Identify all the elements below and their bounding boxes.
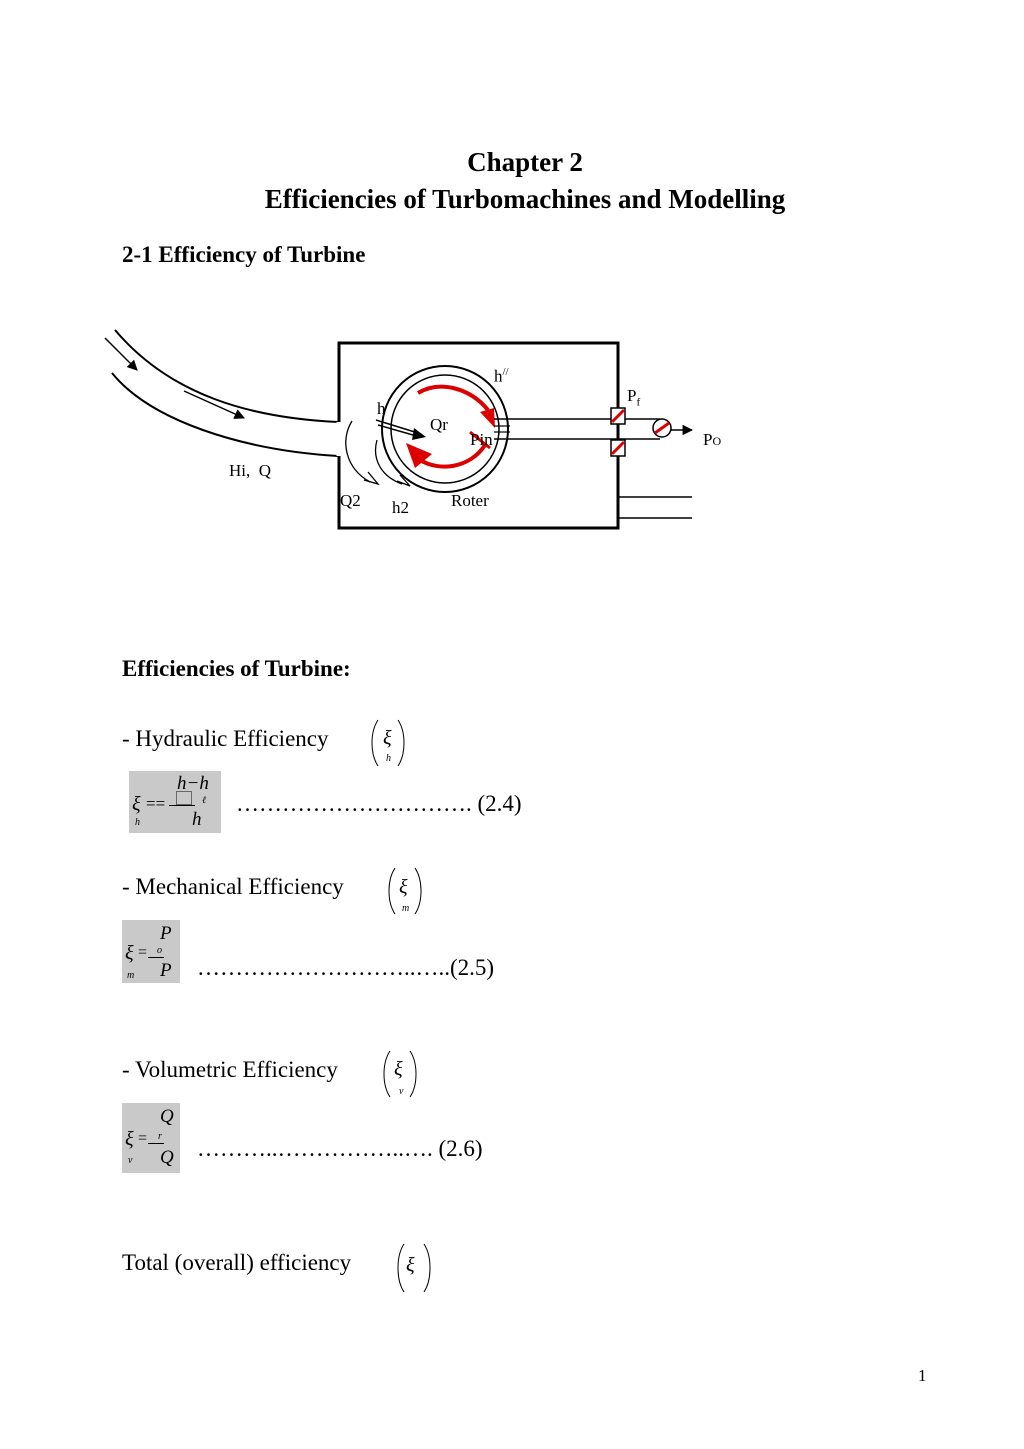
equation-2-5-reference: ………………………..…..(2.5) <box>197 955 495 980</box>
mechanical-symbol-parens <box>388 867 422 915</box>
volumetric-symbol-parens <box>383 1050 417 1098</box>
section-heading: 2-1 Efficiency of Turbine <box>122 242 366 267</box>
leakage-curve-1 <box>345 420 371 483</box>
volumetric-formula-lhs-sub: v <box>128 1155 133 1166</box>
mechanical-xi-subscript: m <box>402 903 410 914</box>
red-arrow-bottom <box>418 443 487 469</box>
turbine-diagram <box>104 329 694 530</box>
jet-line-1 <box>375 419 419 434</box>
label-h2: h2 <box>392 498 409 517</box>
hydraulic-xi-symbol: ξ <box>383 727 392 749</box>
volumetric-formula-lhs: ξ <box>125 1128 134 1150</box>
mechanical-formula-lhs-sub: m <box>127 970 135 981</box>
chapter-subtitle: Efficiencies of Turbomachines and Modell… <box>264 184 786 214</box>
red-arrow-bottom2 <box>469 430 491 450</box>
mechanical-formula-denominator: P <box>160 960 172 981</box>
red-arrow-top-head <box>480 408 495 428</box>
volumetric-xi-subscript: v <box>399 1086 404 1097</box>
red-arrow-top <box>416 384 490 412</box>
hydraulic-formula-box-glyph <box>176 791 192 805</box>
volumetric-xi-symbol: ξ <box>394 1058 403 1080</box>
hydraulic-formula-lhs-sub: h <box>135 817 140 828</box>
volumetric-formula-numerator: Q <box>160 1106 174 1127</box>
label-h: h <box>377 399 386 418</box>
inlet-arrow-1 <box>104 337 138 371</box>
hydraulic-xi-subscript: h <box>386 753 391 764</box>
mechanical-formula-box: P ξ = o m P <box>122 920 180 983</box>
mechanical-formula-numerator: P <box>160 923 172 944</box>
equation-2-4-reference: …………………………. (2.4) <box>236 791 522 816</box>
hydraulic-formula-denominator: h <box>192 809 202 830</box>
label-roter: Roter <box>451 491 489 510</box>
hydraulic-fraction-bar <box>169 805 195 806</box>
mechanical-formula-equals: = <box>138 944 148 961</box>
volumetric-formula-num-sub: r <box>158 1131 162 1142</box>
chapter-number: Chapter 2 <box>467 147 583 177</box>
label-hi-q: Hi, Q <box>229 461 272 480</box>
hydraulic-formula-lhs: ξ <box>132 793 141 815</box>
volumetric-formula-box: Q ξ = r v Q <box>122 1103 180 1173</box>
total-efficiency-label: Total (overall) efficiency <box>122 1250 352 1275</box>
label-qr: Qr <box>430 415 448 434</box>
efficiencies-heading: Efficiencies of Turbine: <box>122 656 351 681</box>
equation-2-6-reference: ………..……………..…. (2.6) <box>197 1136 483 1161</box>
jet-arrow-head <box>412 428 426 440</box>
label-q2: Q2 <box>340 491 361 510</box>
mechanical-formula-num-sub: o <box>157 945 162 956</box>
inlet-pipe-upper <box>114 329 339 423</box>
mechanical-formula-lhs: ξ <box>125 942 134 964</box>
mechanical-xi-symbol: ξ <box>399 876 408 898</box>
volumetric-efficiency-label: - Volumetric Efficiency <box>122 1057 338 1082</box>
total-symbol-parens <box>397 1243 431 1293</box>
hydraulic-efficiency-label: - Hydraulic Efficiency <box>122 726 329 751</box>
volumetric-fraction-bar <box>148 1143 164 1144</box>
red-arrow-bottom-head <box>406 443 432 468</box>
label-pin: Pin <box>470 430 493 449</box>
total-xi-symbol: ξ <box>406 1254 415 1276</box>
mechanical-fraction-bar <box>148 957 164 958</box>
runner-outer-circle <box>381 365 509 493</box>
mechanical-efficiency-label: - Mechanical Efficiency <box>122 874 344 899</box>
inlet-pipe-lower <box>111 372 339 457</box>
hydraulic-symbol-parens <box>371 719 405 767</box>
volumetric-formula-equals: = <box>138 1130 148 1147</box>
chapter-title: Chapter 2 Efficiencies of Turbomachines … <box>0 144 1024 218</box>
hydraulic-formula-numerator: h−h <box>177 773 209 794</box>
hydraulic-formula-box: h−h ℓ ξ h == h <box>129 771 221 833</box>
volumetric-formula-denominator: Q <box>160 1147 174 1168</box>
label-pf: Pf <box>627 386 641 409</box>
label-h-double-prime: h// <box>494 366 509 386</box>
page-number: 1 <box>918 1366 927 1385</box>
label-po: PO <box>703 430 722 449</box>
leakage-curve-2 <box>375 439 403 485</box>
hydraulic-formula-equals: == <box>146 794 166 813</box>
inlet-arrow-2 <box>183 390 245 419</box>
hydraulic-formula-num-sub: ℓ <box>202 795 207 806</box>
